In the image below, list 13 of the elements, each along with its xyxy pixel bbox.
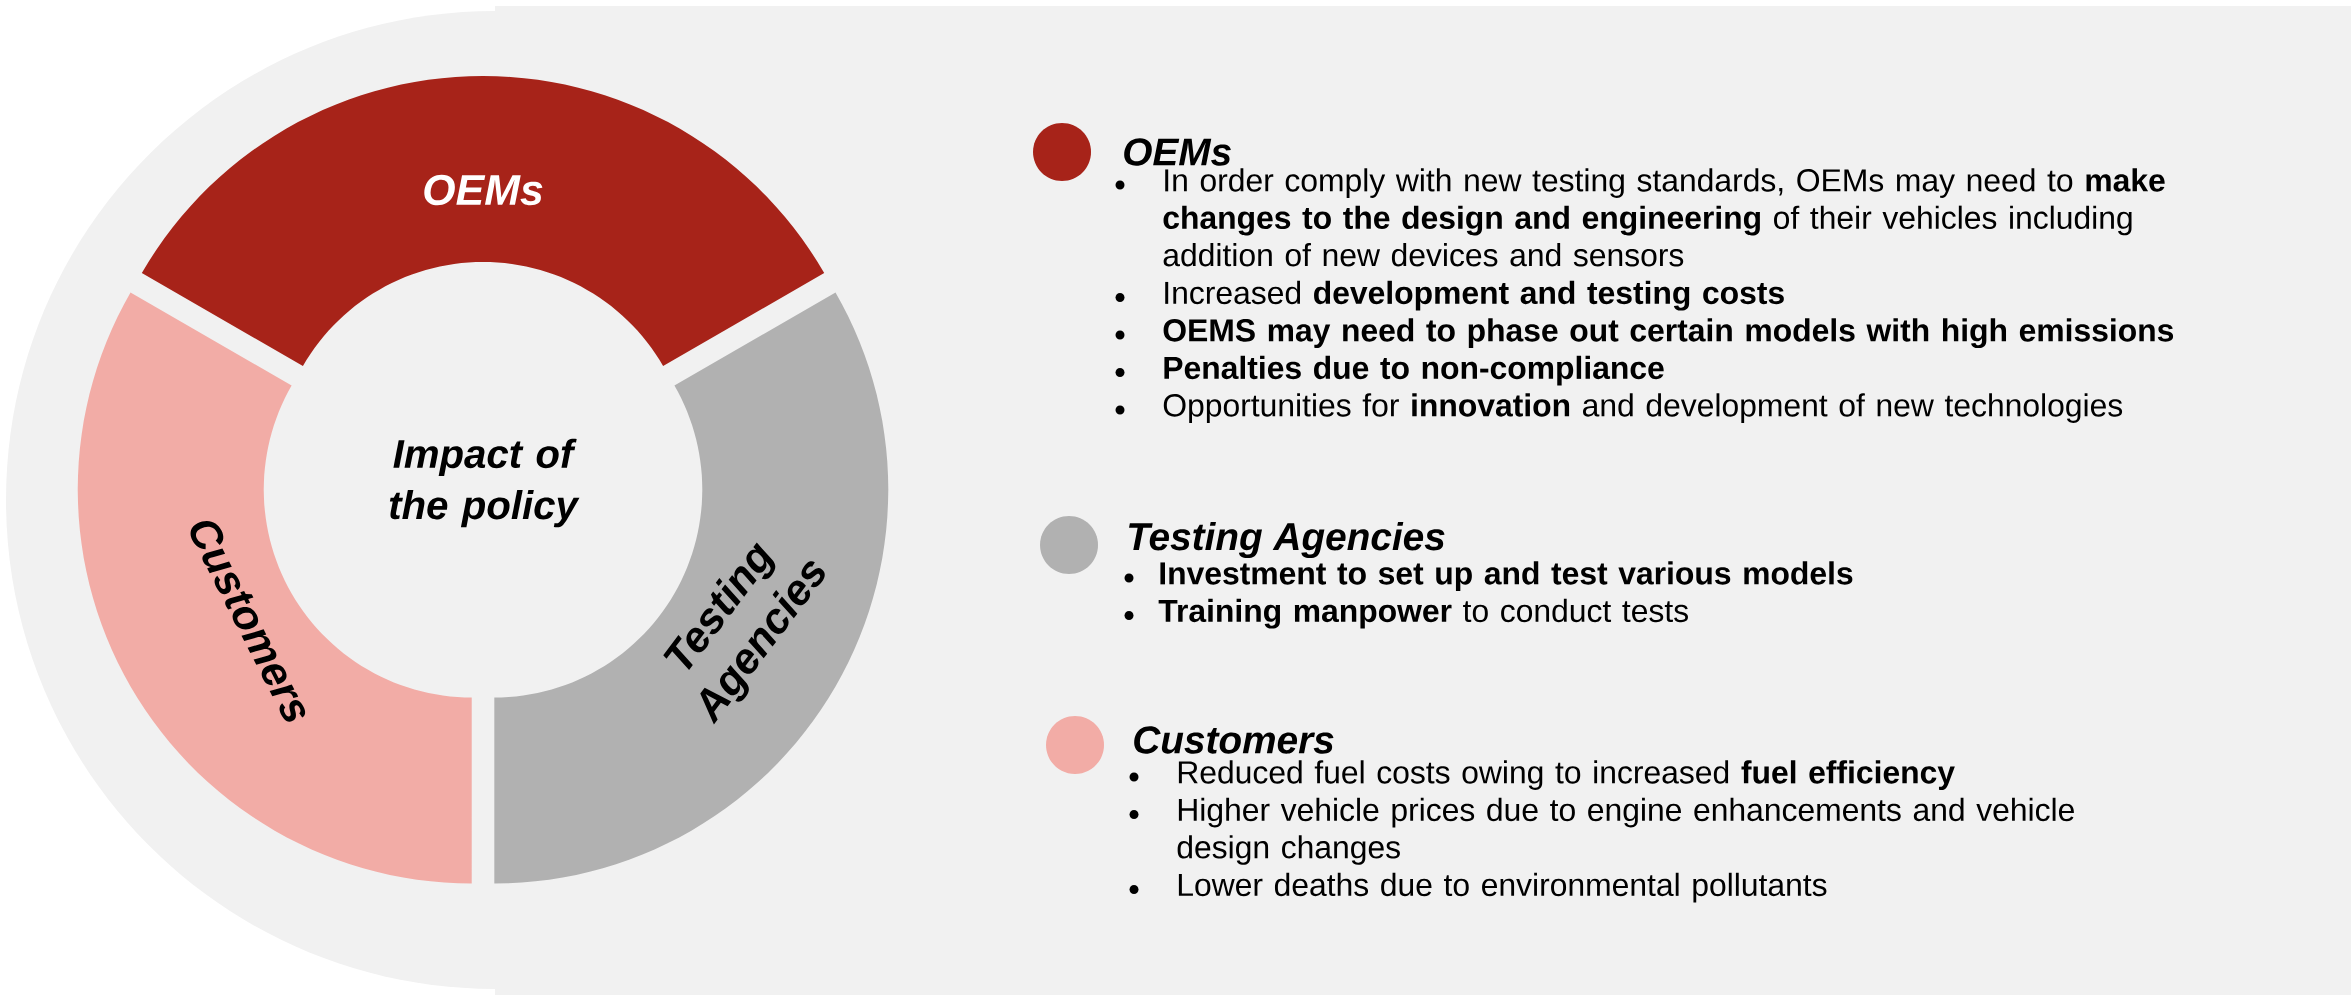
bullet-text: Training manpower to conduct tests bbox=[1158, 598, 1688, 629]
bullet-text: Opportunities for innovation and development of new technologies bbox=[1163, 393, 2123, 423]
bullet-text: Increased development and testing costs bbox=[1165, 280, 1784, 311]
bullet-text: Investment to set up and test various models bbox=[1160, 561, 1853, 591]
legend-heading: OEMs bbox=[1124, 138, 1231, 166]
bullet-text: Reduced fuel costs owing to increased fuel efficiency bbox=[1178, 760, 1955, 790]
bullet-text: Higher vehicle prices due to engine enhancements and vehicle design changes bbox=[1177, 797, 2074, 865]
bullet-text: OEMS may need to phase out certain models with high emissions bbox=[1163, 318, 2174, 349]
donut-segment: OEMs bbox=[141, 76, 825, 366]
legend-heading: Customers bbox=[1134, 726, 1334, 754]
bullet-text: Lower deaths due to environmental pollutants bbox=[1178, 872, 1827, 903]
legend-heading: Testing Agencies bbox=[1129, 521, 1445, 559]
bullet-text: Penalties due to non-compliance bbox=[1164, 355, 1664, 386]
